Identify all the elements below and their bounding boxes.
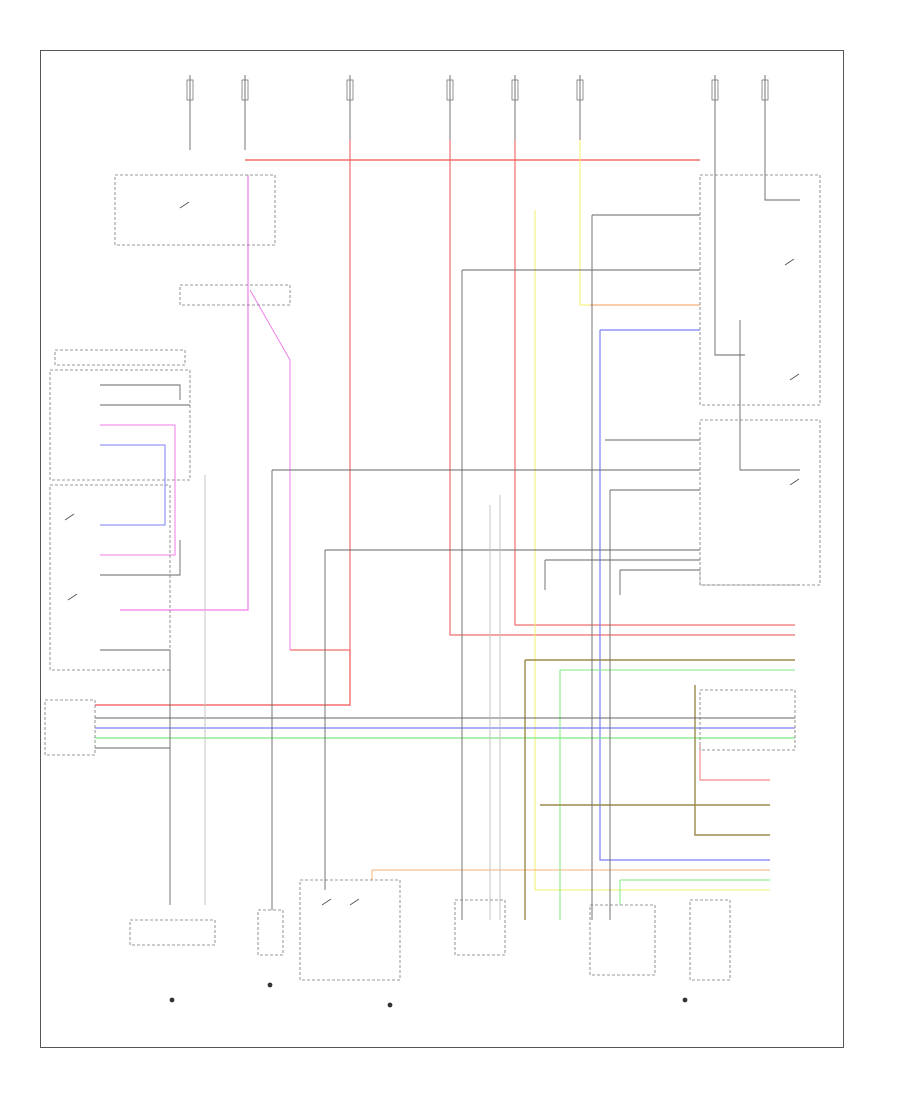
sensor-bottom-2 [589, 904, 656, 976]
red-diagnostic [95, 650, 351, 706]
switch-relay-right-3 [789, 478, 800, 486]
switch-bottom [299, 879, 401, 981]
ground-1 [169, 997, 175, 1003]
switch-bottom-1 [321, 898, 332, 906]
pink-loop [100, 424, 176, 556]
relay-box-lower-right [699, 419, 821, 586]
connector-bottom-mid [257, 909, 284, 956]
red-feed-right [514, 140, 795, 626]
red-stub-right [699, 745, 770, 781]
olive-3 [694, 685, 770, 836]
yellow-main [534, 210, 770, 891]
connector-right [699, 689, 796, 751]
pink-line-2 [249, 289, 291, 650]
ground-4 [682, 997, 688, 1003]
fuse-feed-7-fuse [711, 79, 719, 101]
ground-2 [267, 982, 273, 988]
ground-3 [387, 1002, 393, 1008]
switch-box-upper [49, 369, 191, 481]
switch-box-lower [49, 484, 171, 671]
left-wire-4 [100, 649, 171, 905]
connector-left [54, 349, 186, 366]
switch-relay-right-1 [784, 258, 795, 266]
ground-layer [169, 982, 688, 1008]
yellow-feed [579, 140, 700, 306]
component-layer [44, 79, 821, 981]
right-relay-feed-1 [714, 150, 745, 356]
orange-bottom [371, 869, 770, 880]
diagram-border [40, 50, 844, 1048]
left-wire-1 [100, 384, 181, 400]
fuse-feed-2-fuse [241, 79, 249, 101]
fuse-feed-6-fuse [576, 79, 584, 101]
pink-line-1 [120, 175, 249, 611]
wire-layer [95, 75, 800, 920]
grey-4 [699, 570, 800, 586]
left-wire-3 [100, 540, 181, 576]
diagnostic-connector [44, 699, 96, 756]
sensor-bottom-3 [689, 899, 731, 981]
switch-left-1 [64, 513, 75, 521]
connector-top-left [179, 284, 291, 306]
switch-relay-right-2 [789, 373, 800, 381]
blue-drop [599, 330, 770, 861]
fuse-feed-3-fuse [346, 79, 354, 101]
right-relay-link [739, 320, 800, 471]
connector-bottom-left [129, 919, 216, 946]
fuse-feed-1-fuse [186, 79, 194, 101]
relay-top-left [114, 174, 276, 246]
sensor-bottom-1 [454, 899, 506, 956]
relay-box-right [699, 174, 821, 406]
switch-relay-top [179, 201, 190, 209]
red-feed-left [290, 140, 351, 651]
fuse-feed-5-fuse [511, 79, 519, 101]
switch-bottom-2 [349, 898, 360, 906]
red-feed-mid [449, 140, 795, 636]
switch-left-2 [67, 593, 78, 601]
fuse-feed-8-fuse [761, 79, 769, 101]
fuse-feed-4-fuse [446, 79, 454, 101]
right-relay-feed-2 [764, 150, 800, 201]
